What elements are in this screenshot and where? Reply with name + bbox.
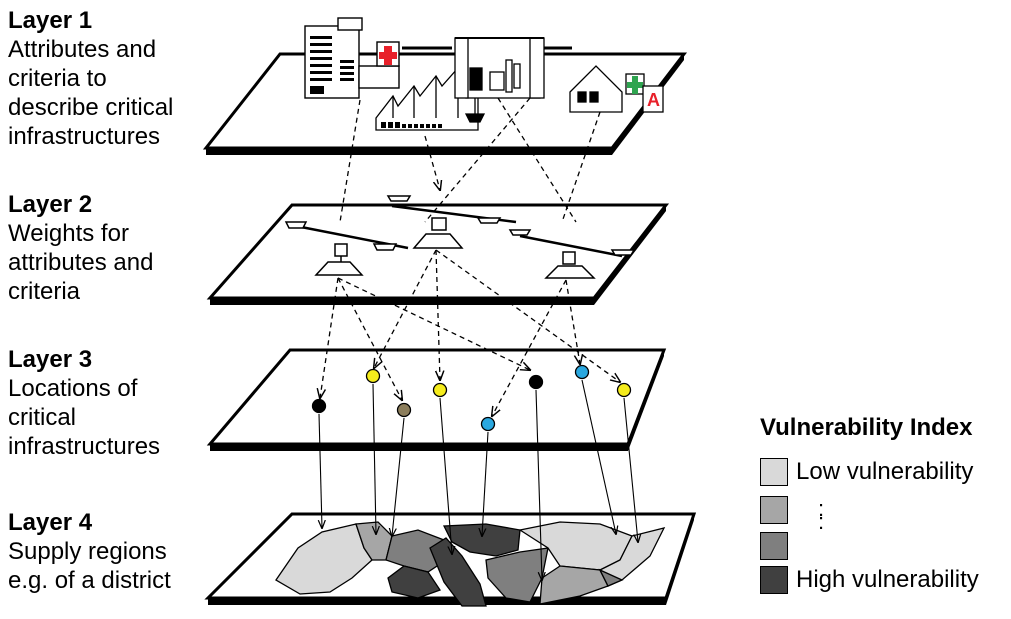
layer-3-desc-line: Locations of xyxy=(8,375,138,402)
layer-2-desc-line: Weights for xyxy=(8,220,129,247)
legend-ellipsis-dot: : xyxy=(818,509,825,534)
legend-item-high: High vulnerability xyxy=(760,566,979,594)
legend-item-3 xyxy=(760,532,788,560)
layer-2-title: Layer 2 xyxy=(8,191,93,218)
layer-4-title: Layer 4 xyxy=(8,509,93,536)
region-black-south xyxy=(387,565,441,599)
legend-ellipsis-dot: : xyxy=(818,496,825,521)
region-dark-east xyxy=(598,568,624,587)
region-black-diag xyxy=(429,537,487,607)
layer-3-desc-line: critical xyxy=(8,404,77,431)
legend-item-2 xyxy=(760,496,788,524)
layer-2-desc-line: criteria xyxy=(8,278,81,305)
node-yellow-2 xyxy=(432,382,448,398)
node-yellow-1 xyxy=(365,368,381,384)
layer-1-label: Layer 1 Attributes and criteria to descr… xyxy=(8,6,173,151)
legend-item-low: Low vulnerability xyxy=(760,458,973,486)
factory-icon xyxy=(375,66,486,131)
region-mid-center xyxy=(485,547,549,603)
supply-regions-map xyxy=(275,521,666,607)
legend-label-low: Low vulnerability xyxy=(796,458,974,485)
layer-1-desc-line: criteria to xyxy=(8,65,107,92)
legend-swatch-3 xyxy=(760,532,788,560)
layer-3-desc-line: infrastructures xyxy=(8,433,161,460)
legend-swatch-high xyxy=(760,566,788,594)
node-black-2 xyxy=(528,374,544,390)
public-building-icon xyxy=(454,37,572,99)
layer-4-label: Layer 4 Supply regions e.g. of a distric… xyxy=(8,508,171,595)
node-black-1 xyxy=(311,398,327,414)
layer-1-desc-line: infrastructures xyxy=(8,123,161,150)
svg-text:A: A xyxy=(647,90,660,110)
legend-swatch-low xyxy=(760,458,788,486)
layer-4-desc-line: e.g. of a district xyxy=(8,567,171,594)
infrastructure-nodes xyxy=(311,364,632,432)
layer-3-title: Layer 3 xyxy=(8,346,93,373)
legend-swatch-2 xyxy=(760,496,788,524)
legend-ellipsis: : : xyxy=(818,496,825,534)
layer-1-title: Layer 1 xyxy=(8,7,93,34)
layer-3-label: Layer 3 Locations of critical infrastruc… xyxy=(8,345,160,461)
layer1-to-layer2-links xyxy=(339,97,601,223)
layer-2-label: Layer 2 Weights for attributes and crite… xyxy=(8,190,153,306)
node-olive xyxy=(396,402,412,418)
layer-3-plane xyxy=(206,348,667,451)
layer3-to-layer4-links xyxy=(319,379,638,580)
layer-2-desc-line: attributes and xyxy=(8,249,154,276)
region-black-top xyxy=(442,523,521,557)
layer2-to-layer3-links xyxy=(320,249,620,416)
pharmacy-icon: A xyxy=(569,65,664,113)
vulnerability-legend: Vulnerability Index Low vulnerability : … xyxy=(760,414,979,594)
node-blue-1 xyxy=(480,416,496,432)
balance-scale-icon xyxy=(284,195,636,279)
layer-1-desc-line: describe critical xyxy=(8,94,174,121)
hospital-icon xyxy=(304,17,452,99)
node-yellow-3 xyxy=(616,382,632,398)
layer-4-desc-line: Supply regions xyxy=(8,538,167,565)
legend-label-high: High vulnerability xyxy=(796,566,979,593)
node-blue-2 xyxy=(574,364,590,380)
layer-1-desc-line: Attributes and xyxy=(8,36,157,63)
legend-title: Vulnerability Index xyxy=(760,414,973,441)
